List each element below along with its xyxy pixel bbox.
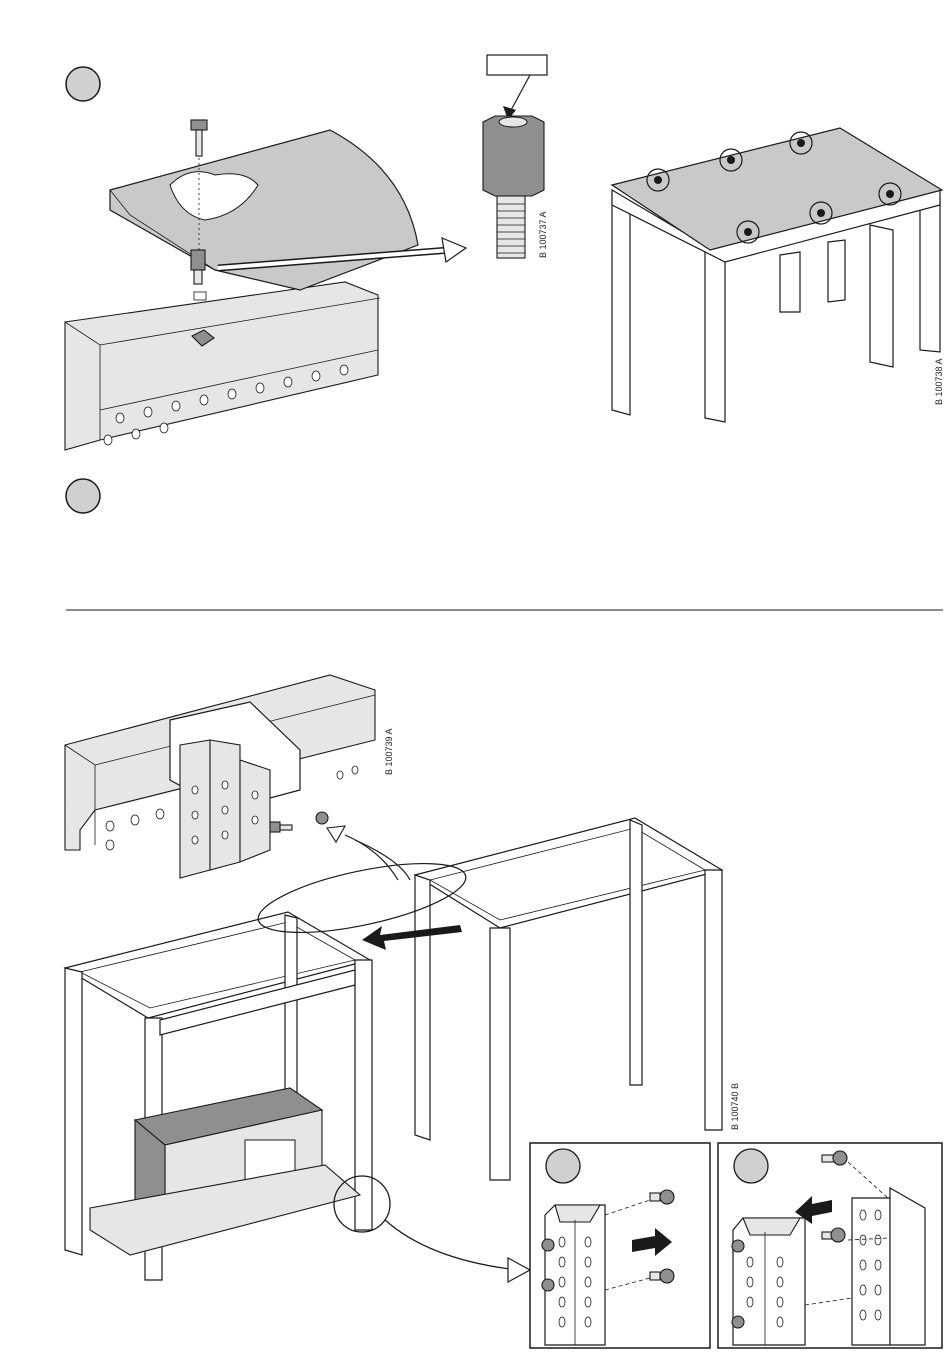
plate-exploded-view: [65, 120, 466, 450]
figure-ref-b100738a: B 100738 A: [934, 358, 944, 405]
figure-ref-b100739a: B 100739 A: [384, 728, 394, 775]
step-marker-1: [66, 67, 100, 101]
figure-ref-b100737a: B 100737 A: [538, 211, 548, 258]
bracket-detail: B 100739 A: [65, 675, 398, 880]
callout-box: [487, 55, 547, 75]
step-marker-2: [66, 479, 100, 513]
inset-step-a: [530, 1143, 710, 1348]
figure-ref-b100740b: B 100740 B: [730, 1083, 740, 1130]
inset-a-screw-icon: [542, 1239, 554, 1251]
top-plate-assembly: B 100738 A: [612, 128, 944, 422]
inset-step-b: [718, 1143, 942, 1348]
bracket-nut-icon: [316, 812, 328, 824]
bracket-bolt-icon: [270, 822, 292, 832]
spacer-small-icon: [191, 250, 205, 284]
bolt-icon: [191, 120, 207, 156]
spacer-detail: B 100737 A: [483, 55, 548, 258]
